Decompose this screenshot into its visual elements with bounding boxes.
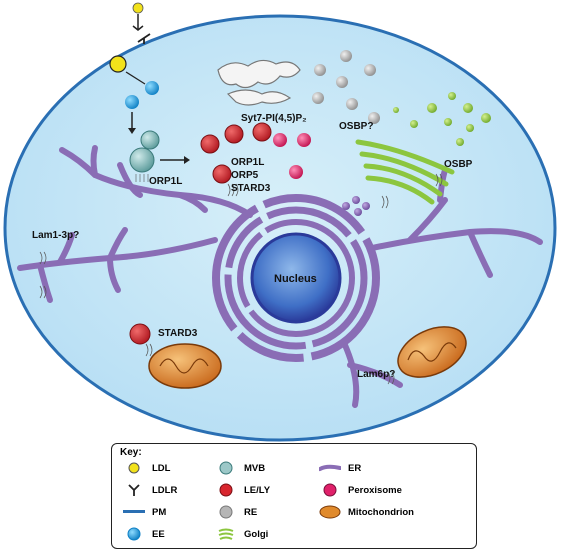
label-orp1l-mid: ORP1L (231, 157, 265, 168)
label-osbp: OSBP (444, 159, 473, 170)
golgi-grey (217, 59, 301, 106)
nucleus (212, 194, 380, 362)
golgi-icon (214, 526, 238, 542)
key-item-re: RE (214, 504, 257, 520)
key-item-le-ly: LE/LY (214, 482, 270, 498)
label-lam13p: Lam1-3p? (32, 230, 80, 241)
le-ly-icon (214, 482, 238, 498)
label-stard3-low: STARD3 (158, 328, 198, 339)
label-nucleus: Nucleus (274, 273, 317, 285)
er-network (17, 145, 543, 408)
label-stard3-mid: STARD3 (231, 183, 271, 194)
key-item-mitochondrion: Mitochondrion (318, 504, 414, 520)
re-vesicles (312, 50, 380, 124)
label-orp1l-top: ORP1L (149, 176, 183, 187)
label-orp5: ORP5 (231, 170, 259, 181)
peroxisome-icon (318, 482, 342, 498)
key-legend: Key: LDL LDLR PM EE MVB LE/LY RE Golgi E… (111, 443, 477, 549)
le-ly-vesicles (129, 122, 272, 345)
label-syt7: Syt7-PI(4,5)P₂ (241, 113, 307, 124)
er-vesicles (342, 196, 370, 216)
ldlr-icon (122, 482, 146, 498)
pm-icon (122, 504, 146, 520)
ldl-pathway (109, 2, 190, 182)
mitochondria (148, 326, 467, 389)
key-item-ldl: LDL (122, 460, 170, 476)
cell-body (3, 14, 557, 442)
golgi-green (355, 139, 455, 205)
ee-icon (122, 526, 146, 542)
key-item-pm: PM (122, 504, 166, 520)
label-osbp-q: OSBP? (339, 121, 374, 132)
key-item-peroxisome: Peroxisome (318, 482, 402, 498)
golgi-vesicles (393, 92, 491, 146)
mvb-icon (214, 460, 238, 476)
contact-tethers (39, 173, 443, 385)
re-icon (214, 504, 238, 520)
key-item-ldlr: LDLR (122, 482, 177, 498)
label-lam6p: Lam6p? (357, 369, 396, 380)
key-item-er: ER (318, 460, 361, 476)
mitochondrion-icon (318, 504, 342, 520)
key-title: Key: (120, 447, 142, 458)
key-item-ee: EE (122, 526, 165, 542)
key-item-golgi: Golgi (214, 526, 268, 542)
peroxisomes (273, 133, 311, 179)
key-item-mvb: MVB (214, 460, 265, 476)
ldl-icon (122, 460, 146, 476)
er-icon (318, 460, 342, 476)
